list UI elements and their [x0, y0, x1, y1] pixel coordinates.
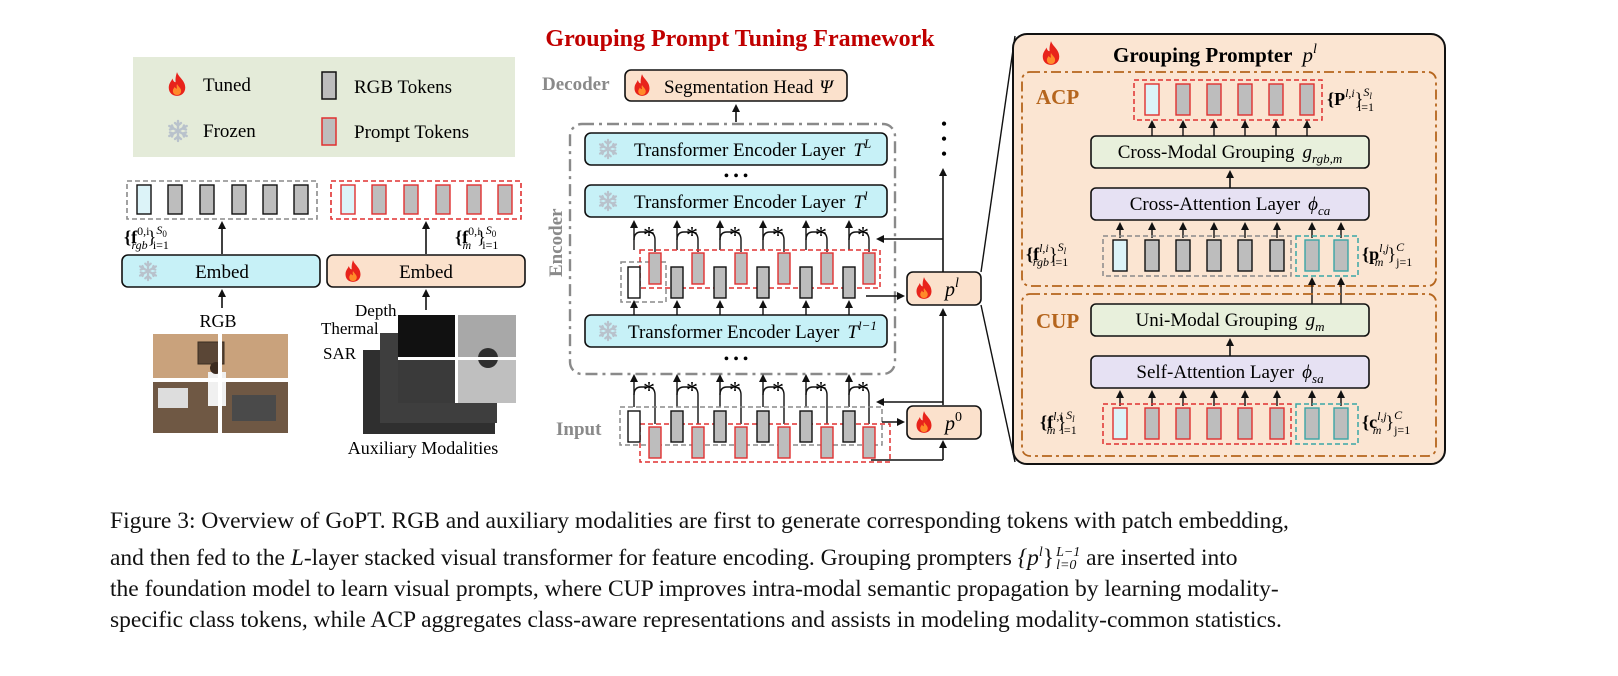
legend-rgb-label: RGB Tokens — [354, 77, 452, 98]
svg-text:p0: p0 — [943, 410, 962, 435]
aux-token-row — [330, 180, 522, 220]
rgb-embed-box: Embed — [121, 254, 321, 288]
cross-modal-grouping-box — [1090, 135, 1370, 169]
caption-line-1: Figure 3: Overview of GoPT. RGB and auxi… — [110, 508, 1289, 534]
encoder-container — [568, 122, 897, 376]
svg-text:*: * — [772, 223, 784, 249]
svg-text:*: * — [815, 378, 827, 404]
acp-label: ACP — [1036, 85, 1079, 109]
caption-line-2: and then fed to the L-layer stacked visu… — [110, 544, 1238, 574]
vertical-ellipsis: ••• — [941, 114, 947, 164]
prompter-p0-box: p0 — [906, 405, 982, 440]
svg-text:*: * — [729, 378, 741, 404]
legend-prompt-label: Prompt Tokens — [354, 122, 469, 143]
aux-modalities-label: Auxiliary Modalities — [348, 438, 498, 458]
caption-line-3: the foundation model to learn visual pro… — [110, 575, 1279, 602]
svg-text:*: * — [686, 378, 698, 404]
rgb-image — [153, 334, 288, 433]
svg-text:pl: pl — [943, 276, 959, 301]
caption-line-4: specific class tokens, while ACP aggrega… — [110, 606, 1282, 633]
input-label: Input — [556, 419, 602, 440]
main-title: Grouping Prompt Tuning Framework — [545, 26, 935, 52]
cross-attention-box — [1090, 187, 1370, 221]
svg-text:Embed: Embed — [195, 262, 249, 283]
sar-label: SAR — [323, 344, 357, 363]
svg-text:*: * — [857, 223, 869, 249]
svg-text:*: * — [857, 378, 869, 404]
decoder-label: Decoder — [542, 74, 610, 95]
svg-text:Embed: Embed — [399, 262, 453, 283]
aux-embed-box: Embed — [326, 254, 526, 288]
svg-text:*: * — [772, 378, 784, 404]
legend-frozen-label: Frozen — [203, 121, 256, 142]
thermal-label: Thermal — [321, 319, 379, 338]
prompter-connectors — [866, 168, 947, 461]
prompt-token-swatch — [321, 117, 337, 146]
svg-text:*: * — [815, 223, 827, 249]
figure-caption: Figure 3: Overview of GoPT. RGB and auxi… — [110, 506, 1510, 636]
legend: Tuned Frozen RGB Tokens Prompt Tokens — [133, 57, 515, 157]
prompter-pl-box: pl — [906, 271, 982, 306]
rgb-label: RGB — [199, 311, 236, 331]
legend-tuned-label: Tuned — [203, 75, 251, 96]
mid-star-labels: * * * * * * — [643, 223, 869, 249]
depth-label: Depth — [355, 301, 397, 320]
rgb-token-row — [126, 180, 318, 220]
uni-modal-grouping-box — [1090, 303, 1370, 337]
input-star-labels: * * * * * * — [643, 378, 869, 404]
self-attention-box — [1090, 355, 1370, 389]
svg-text:*: * — [686, 223, 698, 249]
aux-modality-images — [363, 315, 516, 434]
mid-token-arrows — [630, 220, 870, 252]
rgb-token-swatch — [321, 71, 337, 100]
svg-text:*: * — [643, 223, 655, 249]
input-token-row — [619, 406, 891, 463]
mid-token-row — [620, 249, 881, 303]
ellipsis-top: • • • — [724, 168, 749, 185]
encoder-label: Encoder — [546, 208, 567, 277]
input-token-arrows — [630, 374, 870, 424]
svg-text:*: * — [643, 378, 655, 404]
grouping-prompt-tuning-diagram: Grouping Prompt Tuning Framework Tuned F… — [121, 26, 1446, 465]
svg-text:*: * — [729, 223, 741, 249]
cup-label: CUP — [1036, 309, 1079, 333]
ellipsis-bottom: • • • — [724, 351, 749, 368]
